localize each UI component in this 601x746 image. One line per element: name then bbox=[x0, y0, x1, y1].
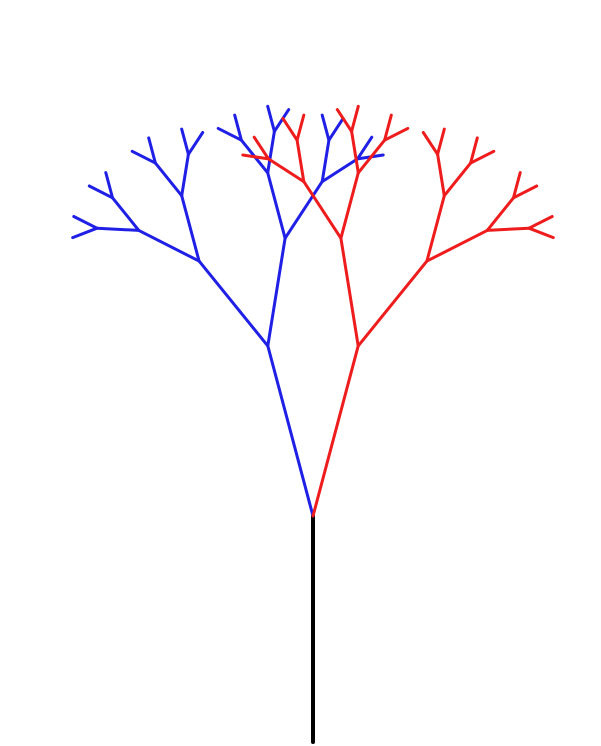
branch-segment bbox=[182, 129, 189, 154]
branch-segment bbox=[341, 173, 358, 238]
branch-segment bbox=[74, 217, 97, 229]
branch-segment bbox=[182, 196, 199, 261]
branch-segment bbox=[283, 118, 297, 140]
branch-segment bbox=[199, 261, 268, 346]
branch-segment bbox=[188, 133, 202, 155]
branch-segment bbox=[438, 154, 445, 195]
branch-segment bbox=[268, 106, 275, 131]
branch-segment bbox=[529, 228, 553, 237]
branch-segment bbox=[274, 110, 288, 132]
branch-segment bbox=[444, 163, 470, 196]
branch-segment bbox=[268, 346, 313, 516]
branch-segment bbox=[423, 133, 437, 155]
right-subtree bbox=[243, 106, 554, 516]
branch-segment bbox=[529, 217, 552, 229]
branch-segment bbox=[73, 228, 97, 237]
branch-segment bbox=[113, 198, 139, 231]
branch-segment bbox=[304, 182, 341, 239]
branch-segment bbox=[322, 140, 329, 181]
branch-segment bbox=[427, 230, 487, 261]
branch-segment bbox=[269, 159, 304, 182]
branch-segment bbox=[337, 110, 351, 132]
branch-segment bbox=[313, 346, 358, 516]
branch-segment bbox=[358, 261, 427, 346]
branch-segment bbox=[297, 140, 304, 181]
branch-segment bbox=[182, 154, 189, 195]
branch-segment bbox=[341, 238, 358, 346]
branch-segment bbox=[487, 198, 513, 231]
branch-segment bbox=[487, 228, 529, 230]
branch-segment bbox=[322, 159, 357, 182]
branch-segment bbox=[329, 118, 343, 140]
branch-segment bbox=[268, 173, 285, 238]
branch-segment bbox=[352, 106, 359, 131]
branch-segment bbox=[139, 230, 199, 261]
left-subtree bbox=[73, 106, 384, 516]
branch-segment bbox=[352, 131, 359, 172]
branch-segment bbox=[97, 228, 139, 230]
branch-segment bbox=[285, 182, 322, 239]
branch-segment bbox=[427, 196, 444, 261]
branch-segment bbox=[297, 115, 304, 140]
branch-segment bbox=[438, 129, 445, 154]
branch-segment bbox=[268, 131, 275, 172]
branch-segment bbox=[155, 163, 181, 196]
branch-segment bbox=[268, 238, 285, 346]
branch-segment bbox=[322, 115, 329, 140]
